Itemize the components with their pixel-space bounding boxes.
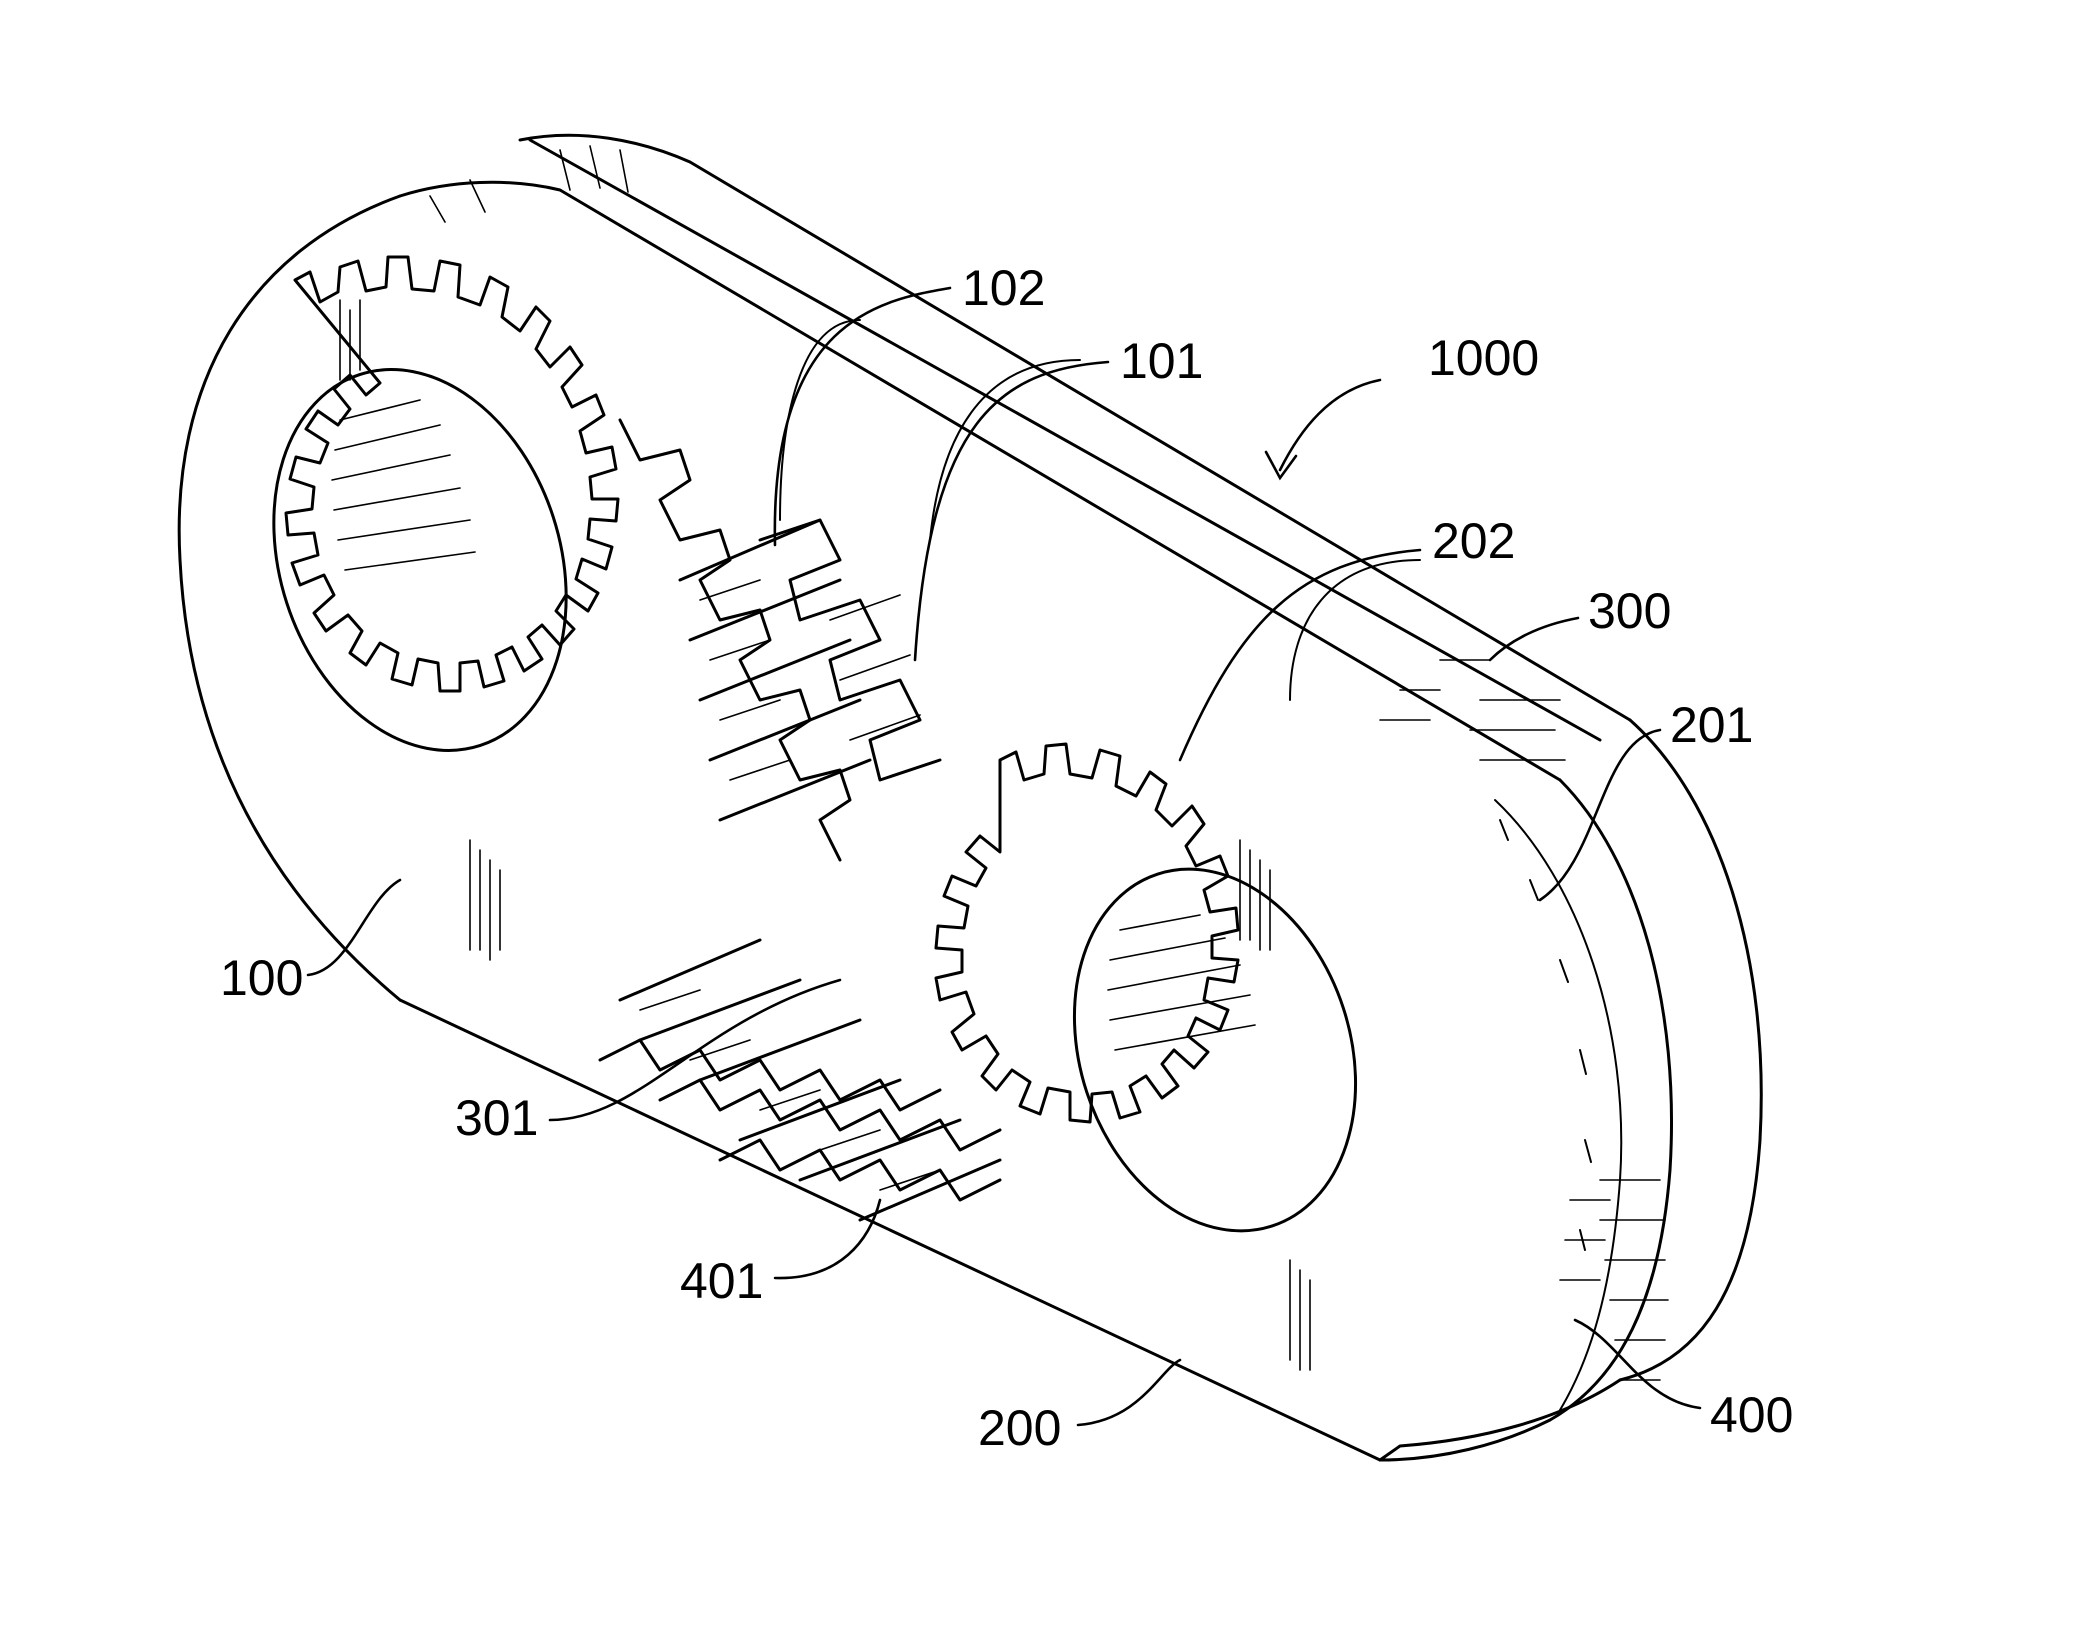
arrowhead-1000 [1266,452,1296,478]
label-202: 202 [1432,513,1515,569]
label-102: 102 [962,260,1045,316]
label-300: 300 [1588,583,1671,639]
ring-gear-200 [936,744,1401,1370]
leader-401 [775,1200,880,1278]
reference-numerals: 1000 102 101 202 300 201 100 301 401 200… [220,260,1793,1456]
label-401: 401 [680,1253,763,1309]
leader-202 [1180,550,1420,760]
leader-301 [550,980,840,1120]
label-200: 200 [978,1400,1061,1456]
leader-101 [915,362,1108,660]
label-400: 400 [1710,1387,1793,1443]
leader-lines [308,288,1700,1425]
leader-201 [1540,730,1660,900]
label-201: 201 [1670,697,1753,753]
label-101: 101 [1120,333,1203,389]
center-gear-stacks [600,420,1000,1220]
label-1000: 1000 [1428,330,1539,386]
ring-gear-100 [227,257,618,960]
leader-100 [308,880,400,975]
leader-200 [1078,1360,1180,1425]
label-301: 301 [455,1090,538,1146]
label-100: 100 [220,950,303,1006]
leader-300 [1490,618,1578,660]
